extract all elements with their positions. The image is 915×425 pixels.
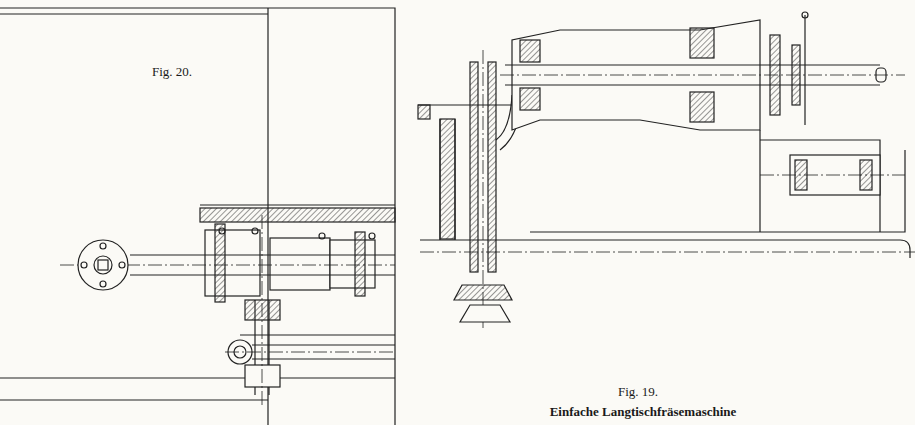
fig20-drawing xyxy=(0,13,268,14)
fig20-drawing xyxy=(100,281,106,287)
fig20-drawing xyxy=(0,8,395,425)
fig20-drawing xyxy=(200,204,395,205)
fig20-drawing xyxy=(205,230,260,296)
fig19-drawing xyxy=(418,104,520,105)
fig19-drawing xyxy=(804,15,805,125)
fig20-drawing xyxy=(78,240,128,290)
fig19-drawing xyxy=(760,130,880,232)
fig19-drawing xyxy=(418,12,915,330)
figure-number: Fig. 20. xyxy=(150,65,194,80)
figure-caption: Einfache Langtischfräsemaschine xyxy=(548,405,739,420)
fig20-drawing xyxy=(369,233,375,239)
fig20-drawing xyxy=(200,208,395,222)
fig20-drawing xyxy=(245,365,280,387)
fig20-drawing xyxy=(0,8,395,425)
fig20-drawing xyxy=(100,243,106,249)
fig20-drawing xyxy=(98,260,108,270)
fig19-drawing xyxy=(770,35,780,115)
fig19-drawing xyxy=(500,75,905,76)
fig19-drawing xyxy=(488,62,496,272)
fig19-drawing xyxy=(440,119,455,240)
fig20-drawing xyxy=(240,335,395,359)
fig19-drawing xyxy=(454,285,512,300)
fig20-drawing xyxy=(225,352,395,353)
fig20-drawing xyxy=(330,240,375,288)
fig20-drawing xyxy=(270,238,330,290)
fig20-drawing xyxy=(0,399,268,400)
fig19-drawing xyxy=(460,305,510,322)
fig19-drawing xyxy=(520,40,540,62)
fig19-drawing xyxy=(760,175,905,176)
fig19-drawing xyxy=(792,45,800,105)
fig20-drawing xyxy=(119,262,125,268)
fig19-drawing xyxy=(690,92,714,122)
fig20-drawing xyxy=(215,224,225,302)
fig20-drawing xyxy=(355,232,365,296)
fig20-drawing xyxy=(219,228,225,234)
fig20-drawing xyxy=(245,300,280,320)
fig19-drawing xyxy=(530,150,905,232)
figure-number: Fig. 19. xyxy=(616,385,660,400)
fig20-drawing xyxy=(252,228,258,234)
fig19-drawing xyxy=(520,88,540,110)
fig19-drawing xyxy=(470,62,478,272)
fig19-drawing xyxy=(440,119,455,239)
fig19-drawing xyxy=(496,95,512,140)
fig20-drawing xyxy=(81,262,87,268)
fig20-drawing xyxy=(0,377,395,378)
fig19-drawing xyxy=(802,12,808,18)
fig19-drawing xyxy=(418,105,430,119)
fig19-drawing xyxy=(690,28,714,58)
fig20-drawing xyxy=(319,233,325,239)
fig20-drawing xyxy=(262,215,263,405)
fig20-drawing xyxy=(94,256,112,274)
